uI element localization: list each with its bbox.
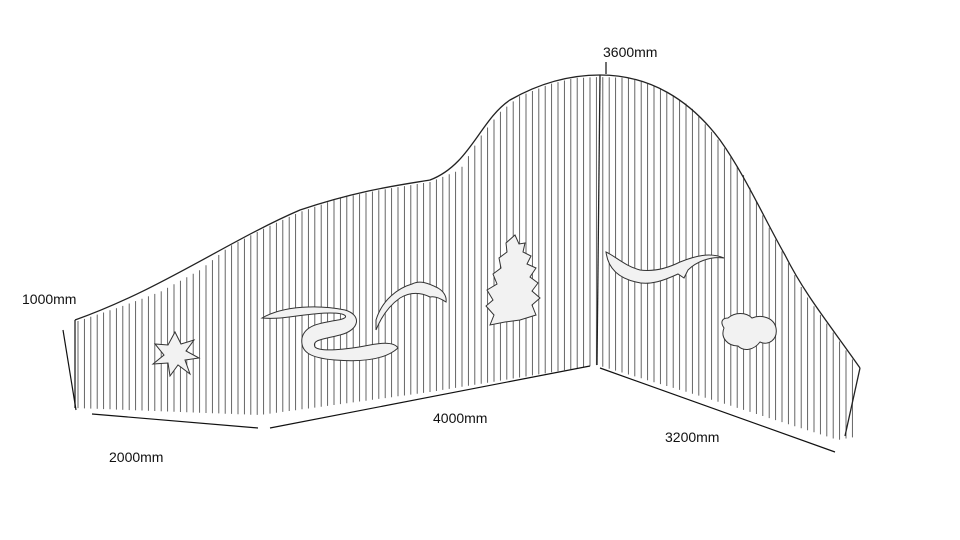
peak-height-label: 3600mm — [603, 44, 657, 60]
left-width-line — [91, 413, 259, 429]
creature-motif — [721, 313, 777, 350]
right-panel — [597, 75, 860, 440]
right-width-line — [599, 367, 836, 453]
corner-seam — [596, 74, 601, 366]
plant-motif — [485, 234, 541, 326]
middle-width-label: 4000mm — [433, 410, 487, 426]
middle-width-line — [269, 365, 591, 429]
eel-motif — [605, 251, 725, 284]
right-width-label: 3200mm — [665, 429, 719, 445]
starburst-motif — [151, 330, 201, 378]
bird-motif — [375, 281, 447, 331]
right-end-edge — [844, 367, 861, 437]
dimension-lines — [62, 62, 836, 453]
left-width-label: 2000mm — [109, 449, 163, 465]
left-height-line — [62, 329, 77, 411]
fence-top-outline — [74, 74, 861, 369]
cutout-motifs — [151, 234, 777, 378]
snake-motif — [260, 306, 399, 362]
vertical-rods — [77, 77, 853, 440]
left-height-label: 1000mm — [22, 291, 76, 307]
